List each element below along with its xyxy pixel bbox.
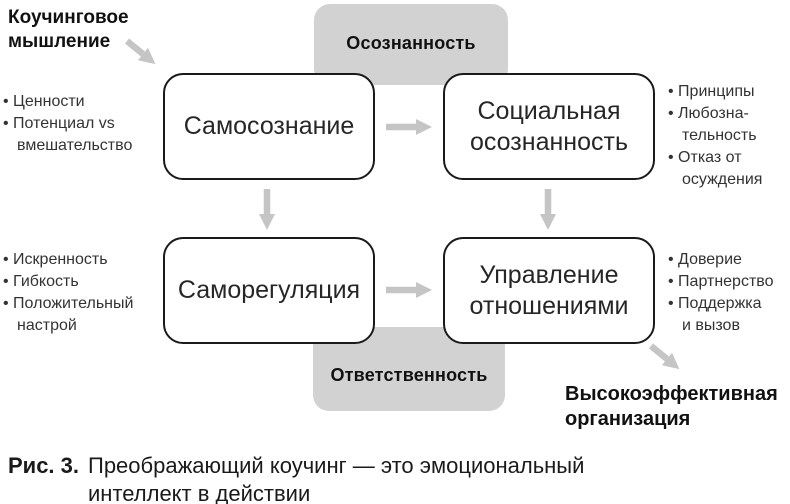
bullet-item: • Любозна- bbox=[668, 105, 749, 122]
bullet-item: • Гибкость bbox=[3, 273, 79, 290]
bullet-list-self-awareness: • Ценности • Потенциал vs вмешательство bbox=[3, 91, 163, 157]
bullet-list-relationship-management: • Доверие • Партнерство • Поддержка и вы… bbox=[668, 249, 790, 337]
bullet-item: • Отказ от bbox=[668, 149, 742, 166]
bullet-item: • Принципы bbox=[668, 83, 755, 100]
box-social-awareness-label: Социальная осознанность bbox=[470, 96, 628, 156]
box-self-regulation: Саморегуляция bbox=[163, 237, 375, 344]
box-relationship-management-label: Управление отношениями bbox=[469, 260, 629, 320]
arrow-diagonal-mindset-to-self-awareness-icon bbox=[124, 38, 156, 65]
bullet-item-continuation: тельность bbox=[682, 127, 757, 144]
responsibility-zone-label: Ответственность bbox=[330, 365, 488, 385]
arrow-diagonal-relationship-management-to-organization-icon bbox=[648, 343, 680, 370]
bullet-item: • Доверие bbox=[668, 251, 742, 268]
awareness-zone-label: Осознанность bbox=[346, 33, 476, 53]
bullet-item: • Искренность bbox=[3, 251, 108, 268]
bullet-item: • Поддержка bbox=[668, 295, 762, 312]
box-relationship-management: Управление отношениями bbox=[443, 237, 655, 344]
bullet-item-continuation: настрой bbox=[17, 317, 77, 334]
high-performance-organization-label: Высокоэффективная организация bbox=[565, 383, 778, 430]
coaching-mindset-label: Коучинговое мышление bbox=[8, 7, 129, 52]
bullet-item: • Положительный bbox=[3, 295, 134, 312]
box-self-regulation-label: Саморегуляция bbox=[177, 276, 361, 304]
bullet-item: • Ценности bbox=[3, 93, 85, 110]
figure-caption-number: Рис. 3. bbox=[8, 453, 80, 478]
box-self-awareness: Самосознание bbox=[163, 73, 375, 180]
bullet-item: • Потенциал vs bbox=[3, 115, 115, 132]
bullet-item-continuation: и вызов bbox=[682, 317, 740, 334]
bullet-item: • Партнерство bbox=[668, 273, 774, 290]
figure-caption: Рис. 3. Преображающий коучинг — это эмоц… bbox=[8, 452, 738, 504]
bullet-list-self-regulation: • Искренность • Гибкость • Положительный… bbox=[3, 249, 163, 337]
awareness-zone: Осознанность bbox=[314, 4, 508, 85]
bullet-list-social-awareness: • Принципы • Любозна- тельность • Отказ … bbox=[668, 81, 790, 191]
box-self-awareness-label: Самосознание bbox=[183, 112, 355, 140]
bullet-item-continuation: вмешательство bbox=[17, 137, 133, 154]
box-social-awareness: Социальная осознанность bbox=[443, 73, 655, 180]
figure-caption-text: Преображающий коучинг — это эмоциональны… bbox=[88, 453, 585, 504]
bullet-item-continuation: осуждения bbox=[682, 171, 763, 188]
